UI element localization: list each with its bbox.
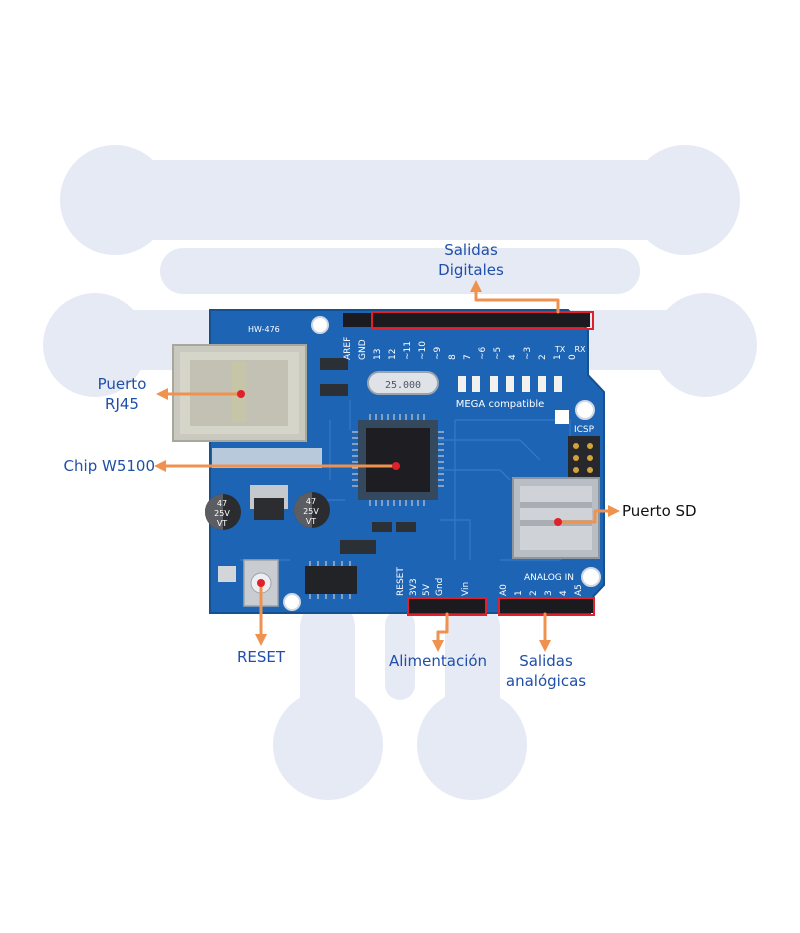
cap-text-vt-b: VT	[306, 517, 316, 526]
analog-header	[500, 599, 593, 613]
analog-pin-label-3: 3	[544, 590, 554, 596]
power-pin-label-5: Vin	[461, 582, 471, 596]
label-puerto-rj45-line1: Puerto	[97, 375, 147, 393]
callout-dots	[237, 390, 562, 587]
digital-pin-label-1: GND	[358, 339, 368, 360]
label-alimentacion: Alimentación	[372, 651, 504, 671]
digital-pin-label-4: ~11	[403, 341, 413, 360]
tx-text: TX	[554, 345, 566, 354]
digital-header	[343, 313, 590, 327]
arrow-digital	[470, 280, 560, 314]
digital-pin-label-6: ~9	[433, 346, 443, 360]
label-salidas-digitales-line2: Digitales	[438, 261, 504, 279]
digital-pin-label-14: 1	[553, 354, 563, 360]
ethernet-shield-board: 25.000 47 25V VT	[172, 309, 605, 614]
analog-pin-label-0: A0	[499, 584, 509, 596]
cap-text-vt: VT	[217, 519, 227, 528]
rx-text: RX	[574, 345, 586, 354]
analog-in-text: ANALOG IN	[524, 573, 574, 583]
capacitor-right: 47 25V VT	[294, 492, 330, 528]
callout-arrows	[154, 280, 620, 652]
analog-pin-label-5: A5	[574, 584, 584, 596]
arrow-sd	[556, 505, 620, 524]
cap-text-25v-b: 25V	[303, 507, 319, 516]
dot-rj45	[237, 390, 245, 398]
label-salidas-analogicas: Salidas analógicas	[490, 651, 602, 691]
digital-pin-label-12: ~3	[523, 347, 533, 360]
digital-pin-label-0: AREF	[343, 337, 353, 360]
power-header	[408, 599, 486, 613]
label-chip-w5100: Chip W5100	[30, 456, 155, 476]
reset-button-component	[218, 559, 279, 607]
power-pin-label-2: 5V	[422, 583, 432, 596]
label-salidas-digitales-line1: Salidas	[444, 241, 498, 259]
board-model-text: HW-476	[248, 325, 280, 334]
cap-text-25v: 25V	[214, 509, 230, 518]
digital-pin-label-5: ~10	[418, 341, 428, 360]
label-puerto-sd-text: Puerto SD	[622, 502, 697, 520]
digital-pin-label-3: 12	[388, 349, 398, 360]
digital-pin-label-15: 0	[568, 354, 578, 360]
label-salidas-digitales: Salidas Digitales	[426, 240, 516, 280]
mega-compatible-text: MEGA compatible	[456, 399, 545, 410]
analog-pin-label-4: 4	[559, 590, 569, 596]
crystal-oscillator: 25.000	[367, 371, 439, 395]
cap-text-47-b: 47	[306, 497, 316, 506]
label-puerto-sd: Puerto SD	[622, 501, 697, 521]
dot-reset	[257, 579, 265, 587]
label-puerto-rj45-line2: RJ45	[105, 395, 139, 413]
capacitor-left: 47 25V VT	[205, 494, 241, 530]
label-reset-text: RESET	[236, 648, 286, 666]
digital-pin-label-9: ~6	[478, 346, 488, 360]
digital-pin-label-7: 8	[448, 354, 458, 360]
cap-text-47: 47	[217, 499, 227, 508]
dot-sd	[554, 518, 562, 526]
label-alimentacion-text: Alimentación	[388, 652, 488, 670]
label-reset: RESET	[214, 647, 308, 667]
power-pin-label-1: 3V3	[409, 578, 419, 596]
highlight-digital	[371, 311, 594, 330]
crystal-text: 25.000	[385, 380, 421, 391]
icsp-header: ICSP	[568, 425, 600, 480]
w5100-chip	[352, 414, 444, 506]
dot-chip	[392, 462, 400, 470]
icsp-label: ICSP	[574, 425, 595, 435]
digital-pin-label-2: 13	[373, 349, 383, 360]
watermark-logo	[43, 145, 757, 800]
digital-pin-label-11: 4	[508, 354, 518, 360]
digital-pin-label-10: ~5	[493, 347, 503, 360]
label-chip-w5100-text: Chip W5100	[63, 457, 155, 475]
power-pin-label-3: Gnd	[435, 578, 445, 596]
label-salidas-analogicas-line1: Salidas	[519, 652, 573, 670]
digital-pin-label-13: 2	[538, 354, 548, 360]
label-salidas-analogicas-line2: analógicas	[505, 672, 587, 690]
label-puerto-rj45: Puerto RJ45	[84, 374, 160, 414]
arrow-power	[432, 612, 449, 652]
digital-pin-label-8: 7	[463, 354, 473, 360]
voltage-regulator	[250, 485, 288, 520]
analog-pin-label-1: 1	[514, 590, 524, 596]
sd-card-slot	[512, 477, 600, 559]
ic-bottom	[305, 561, 357, 599]
power-pin-label-0: RESET	[396, 567, 406, 596]
analog-pin-label-2: 2	[529, 590, 539, 596]
